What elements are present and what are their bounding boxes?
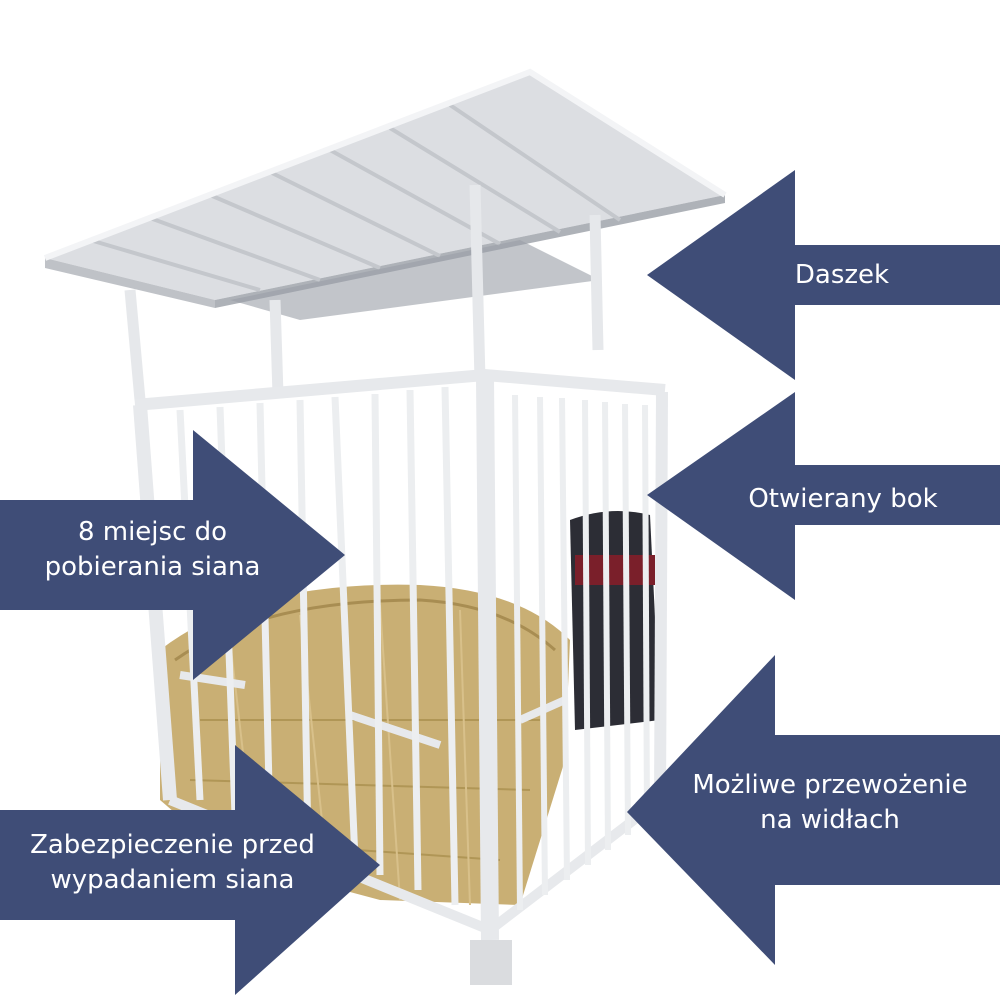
opening-side-label: Otwierany bok: [718, 482, 968, 517]
arrow-hay-protection: [0, 745, 380, 995]
arrow-forklift: [627, 655, 1000, 965]
roof-posts: [124, 184, 604, 401]
forklift-foot: [470, 940, 512, 985]
hay-protection-line-1: Zabezpieczenie przed: [30, 830, 315, 860]
opening-side-label-text: Otwierany bok: [748, 484, 938, 514]
roof-label-text: Daszek: [794, 260, 890, 290]
cage-bars-side: [512, 394, 650, 911]
forklift-line-2: na widłach: [760, 805, 900, 836]
roof-panel: [43, 68, 727, 320]
arrow-opening-side: [647, 392, 1000, 600]
callout-arrows: [0, 170, 1000, 995]
forklift-label: Możliwe przewożenie na widłach: [660, 768, 1000, 838]
roof-label: Daszek: [742, 258, 942, 293]
forklift-line-1: Możliwe przewożenie: [692, 770, 968, 800]
hay-protection-label: Zabezpieczenie przed wypadaniem siana: [0, 828, 345, 898]
arrow-roof: [647, 170, 1000, 380]
arrow-feeding-places: [0, 430, 345, 680]
hay-protection-line-2: wypadaniem siana: [50, 865, 295, 896]
feeding-places-line-1: 8 miejsc do: [77, 517, 228, 547]
feeding-places-label: 8 miejsc do pobierania siana: [0, 515, 305, 585]
feeding-places-line-2: pobierania siana: [44, 552, 261, 583]
